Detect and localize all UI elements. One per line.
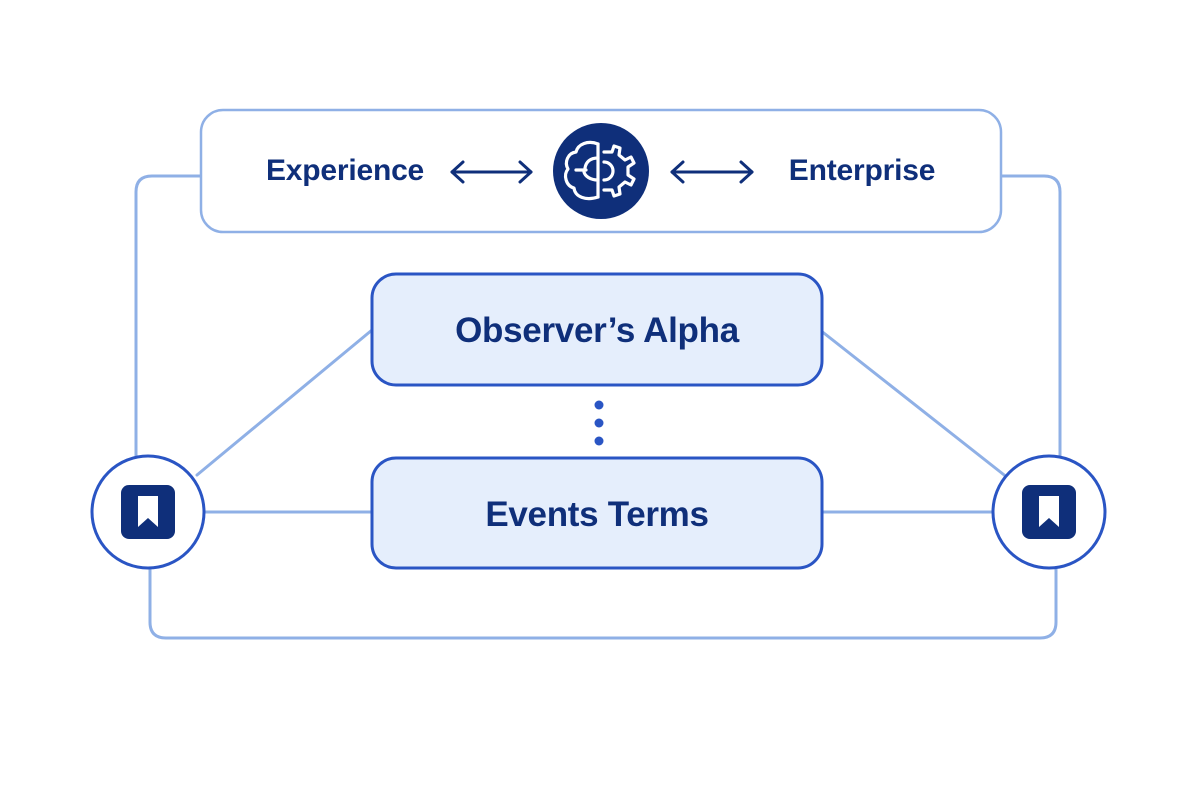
- connector-right-top: [818, 328, 1010, 480]
- enterprise-label: Enterprise: [788, 154, 936, 187]
- experience-label: Experience: [265, 154, 425, 187]
- events-terms-label: Events Terms: [485, 495, 709, 534]
- bookmark-node-left: [90, 454, 206, 570]
- vertical-ellipsis-icon: [594, 400, 604, 446]
- box-observers-alpha: [370, 272, 824, 387]
- double-arrow-left-icon: [450, 160, 533, 184]
- outer-frame-bottom: [148, 566, 1058, 640]
- bookmark-node-right: [991, 454, 1107, 570]
- box-events-terms: [370, 456, 824, 570]
- outer-frame-connector: [134, 174, 205, 458]
- brain-gear-icon: [553, 123, 649, 219]
- double-arrow-right-icon: [670, 160, 754, 184]
- outer-frame-connector: [998, 174, 1062, 460]
- connector-left-top: [195, 328, 374, 477]
- observers-alpha-label: Observer’s Alpha: [455, 311, 739, 350]
- bookmark-icon: [1022, 485, 1076, 539]
- bookmark-icon: [121, 485, 175, 539]
